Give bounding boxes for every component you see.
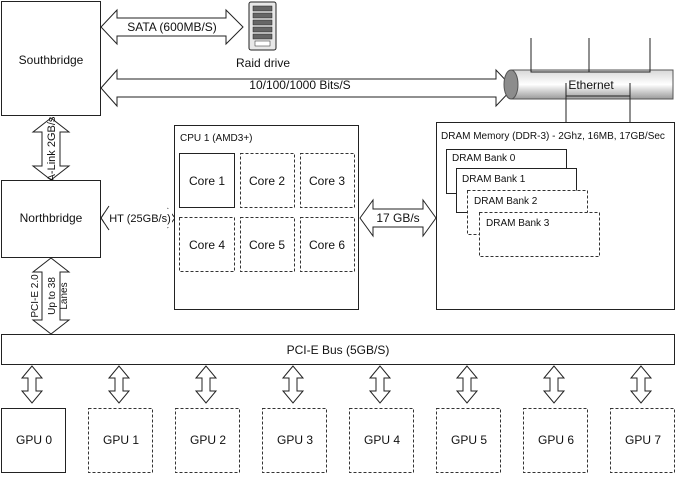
gpu-2-link [194,365,218,404]
raid-drive-icon [248,1,277,51]
core-4: Core 4 [179,217,235,272]
gpu-3-link [281,365,305,404]
sata-link-label: SATA (600MB/S) [127,20,217,34]
pcie-link-line2: Up to 38 [47,277,58,315]
ethernet-link-label: 10/100/1000 Bits/S [249,78,350,92]
gpu-row: GPU 0 GPU 1 GPU 2 GPU 3 GPU 4 GPU 5 GPU … [1,365,675,473]
core-2: Core 2 [240,153,295,208]
mem-link-label: 17 GB/s [376,211,419,225]
dram-bank-2-label: DRAM Bank 2 [474,196,538,207]
gpu-5-link [455,365,479,404]
gpu-2-label: GPU 2 [190,433,226,447]
core-3: Core 3 [300,153,355,208]
pcie-link-line1: PCI-E 2.0 [30,274,41,318]
pcie-bus: PCI-E Bus (5GB/S) [1,334,675,365]
sata-link: SATA (600MB/S) [100,8,244,46]
core-5-label: Core 5 [249,238,285,252]
gpu-4-link [368,365,392,404]
ethernet-link: 10/100/1000 Bits/S [100,68,514,108]
core-6-label: Core 6 [309,238,345,252]
gpu-1-label: GPU 1 [103,433,139,447]
core-1: Core 1 [179,153,235,208]
core-4-label: Core 4 [189,238,225,252]
raid-drive: Raid drive [236,1,290,70]
gpu-7-link [629,365,653,404]
northbridge: Northbridge [1,180,101,258]
mem-link: 17 GB/s [359,198,437,238]
gpu-0: GPU 0 [1,408,66,473]
ethernet-label: Ethernet [568,78,614,92]
gpu-0-label: GPU 0 [16,433,52,447]
dram-bank-3-label: DRAM Bank 3 [486,218,550,229]
cpu-title: CPU 1 (AMD3+) [180,133,253,144]
dram: DRAM Memory (DDR-3) - 2Ghz, 16MB, 17GB/S… [436,122,675,310]
ht-link: HT (25GB/s) [100,205,176,231]
gpu-4-label: GPU 4 [364,433,400,447]
gpu-1-link [107,365,131,404]
gpu-3-label: GPU 3 [277,433,313,447]
gpu-1: GPU 1 [88,408,153,473]
gpu-7-label: GPU 7 [625,433,661,447]
gpu-2: GPU 2 [175,408,240,473]
southbridge-label: Southbridge [19,53,84,67]
dram-bank-1-label: DRAM Bank 1 [462,174,526,185]
northbridge-label: Northbridge [20,211,83,225]
gpu-5: GPU 5 [436,408,501,473]
alink: A-Link 2GB/s [31,116,71,181]
gpu-5-label: GPU 5 [451,433,487,447]
gpu-6-link [542,365,566,404]
gpu-0-link [20,365,44,404]
pcie-bus-label: PCI-E Bus (5GB/S) [287,343,390,357]
gpu-6-label: GPU 6 [538,433,574,447]
core-1-label: Core 1 [189,174,225,188]
dram-title: DRAM Memory (DDR-3) - 2Ghz, 16MB, 17GB/S… [441,131,665,142]
core-5: Core 5 [240,217,295,272]
pcie-link: PCI-E 2.0 Up to 38 Lanes [30,257,71,335]
gpu-4: GPU 4 [349,408,414,473]
ht-link-label: HT (25GB/s) [109,213,171,225]
cpu: CPU 1 (AMD3+) Core 1 Core 2 Core 3 Core … [174,125,359,310]
dram-bank-3: DRAM Bank 3 [479,212,600,257]
gpu-7: GPU 7 [610,408,675,473]
gpu-6: GPU 6 [523,408,588,473]
southbridge: Southbridge [1,1,101,116]
ethernet: Ethernet [503,38,674,122]
core-6: Core 6 [300,217,355,272]
alink-label: A-Link 2GB/s [46,116,58,181]
gpu-3: GPU 3 [262,408,327,473]
pcie-link-line3: Lanes [59,282,70,309]
core-3-label: Core 3 [309,174,345,188]
core-2-label: Core 2 [249,174,285,188]
dram-bank-0-label: DRAM Bank 0 [452,153,516,164]
raid-drive-label: Raid drive [236,56,290,70]
